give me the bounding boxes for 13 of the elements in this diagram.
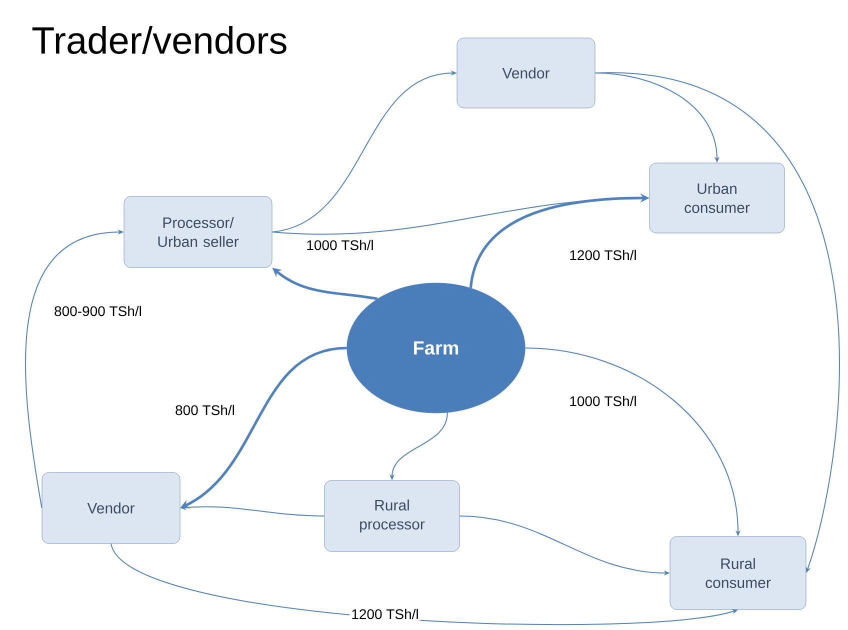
edge-label: 1200 TSh/l bbox=[350, 607, 420, 621]
process-box: Urban consumer bbox=[649, 162, 785, 234]
edge-label: 1200 TSh/l bbox=[568, 248, 638, 262]
process-box: Processor/ Urban seller bbox=[124, 196, 272, 268]
edge-label: 1000 TSh/l bbox=[568, 394, 638, 408]
edge-label: 800 TSh/l bbox=[174, 403, 236, 417]
edge-label: 800-900 TSh/l bbox=[52, 304, 144, 318]
process-box: Rural consumer bbox=[670, 536, 806, 610]
title: Trader/vendors bbox=[32, 26, 286, 54]
process-box: Rural processor bbox=[324, 480, 460, 552]
edge-label: 1000 TSh/l bbox=[304, 238, 376, 252]
process-box: Vendor bbox=[42, 472, 180, 544]
process-box: Vendor bbox=[456, 38, 596, 108]
